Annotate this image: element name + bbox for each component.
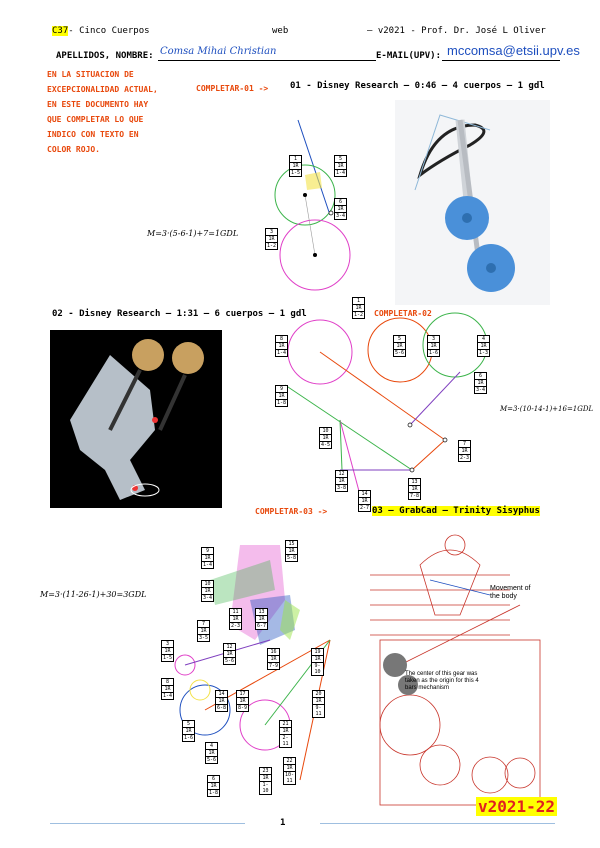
disney-01-image <box>395 100 550 305</box>
disney-02-image <box>50 330 222 508</box>
annotation-movement: Movement of the body <box>490 585 531 600</box>
formula-01: M=3·(5-6-1)+7=1GDL <box>147 229 239 238</box>
section3-title: 03 – GrabCad – Trinity Sisyphus <box>372 506 540 516</box>
email-label: E-MAIL(UPV): <box>376 51 442 61</box>
name-value: Comsa Mihai Christian <box>160 46 277 57</box>
completar-03: COMPLETAR-03 -> <box>255 507 328 516</box>
doc-version: – v2021 - Prof. Dr. José L Oliver <box>367 26 546 36</box>
doc-title: - Cinco Cuerpos <box>68 26 150 36</box>
formula-02: M=3·(10-14-1)+16=1GDL <box>500 405 594 413</box>
header-title: C37- Cinco Cuerpos <box>52 26 150 36</box>
web-label: web <box>272 26 289 36</box>
footer-divider-left <box>50 823 245 824</box>
sisyphus-drawing <box>370 534 541 806</box>
completar-02: COMPLETAR-02 <box>374 309 432 318</box>
completar-01: COMPLETAR-01 -> <box>196 84 269 93</box>
name-label: APELLIDOS, NOMBRE: <box>56 51 154 61</box>
page-number: 1 <box>280 818 286 828</box>
email-value: mccomsa@etsii.upv.es <box>447 43 580 58</box>
section2-title: 02 - Disney Research – 1:31 – 6 cuerpos … <box>52 309 307 319</box>
disney-01-render <box>414 114 515 292</box>
email-field[interactable]: mccomsa@etsii.upv.es <box>442 43 580 61</box>
doc-code: C37 <box>52 26 69 36</box>
name-field[interactable]: Comsa Mihai Christian <box>158 44 376 61</box>
sisyphus-image: Movement of the body The center of this … <box>360 525 550 810</box>
footer-version: v2021-22 <box>476 797 558 816</box>
formula-03: M=3·(11-26-1)+30=3GDL <box>40 590 147 599</box>
annotation-center: The center of this gear was taken as the… <box>405 671 479 691</box>
footer-divider-right <box>320 823 555 824</box>
disney-02-render <box>70 339 204 500</box>
instructions-text: EN LA SITUACION DE EXCEPCIONALIDAD ACTUA… <box>47 70 158 154</box>
section1-title: 01 - Disney Research – 0:46 – 4 cuerpos … <box>290 81 545 91</box>
